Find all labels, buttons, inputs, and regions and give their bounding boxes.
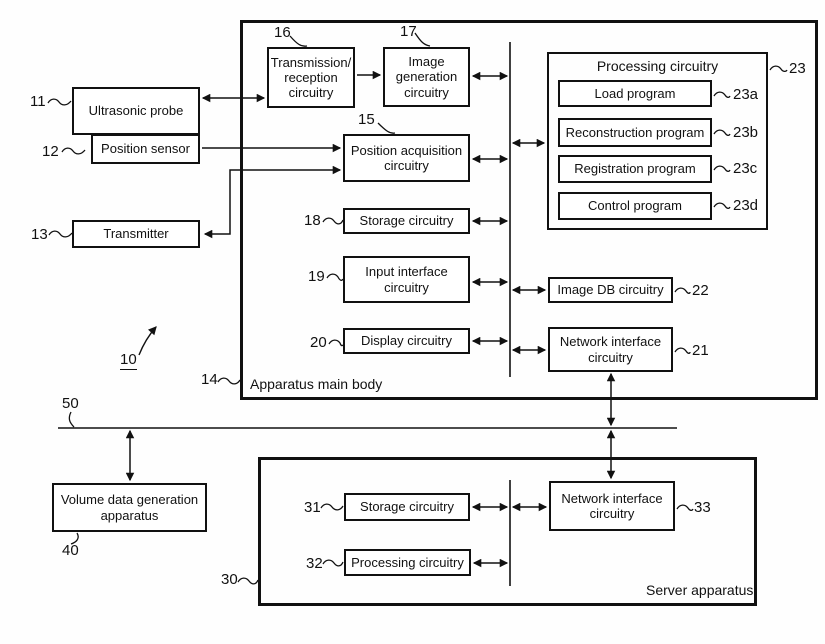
volume-data-generation-label: Volume data generation apparatus [60, 492, 199, 523]
ref-13: 13 [31, 226, 48, 243]
image-generation-label: Image generation circuitry [395, 54, 458, 100]
load-program-label: Load program [594, 85, 676, 101]
server-apparatus-label: Server apparatus [646, 582, 754, 598]
hook-15 [377, 122, 396, 134]
ref-15: 15 [358, 111, 375, 128]
ref-22: 22 [692, 282, 709, 299]
reconstruction-program-box: Reconstruction program [558, 118, 712, 147]
ref-11: 11 [30, 93, 46, 110]
reconstruction-program-label: Reconstruction program [565, 124, 705, 140]
ref-23: 23 [789, 60, 806, 77]
ref-14: 14 [201, 371, 218, 388]
squiggle-14 [217, 377, 241, 385]
ref-23b: 23b [733, 124, 759, 141]
ref-32: 32 [306, 555, 323, 572]
position-acquisition-box: Position acquisition circuitry [343, 134, 470, 182]
squiggle-23c [713, 165, 731, 173]
ref-30: 30 [221, 571, 238, 588]
ref-23a: 23a [733, 86, 759, 103]
squiggle-11 [47, 98, 72, 106]
squiggle-32 [322, 559, 344, 567]
ultrasonic-probe-label: Ultrasonic probe [88, 103, 184, 119]
ultrasonic-probe-box: Ultrasonic probe [72, 87, 200, 135]
image-generation-box: Image generation circuitry [383, 47, 470, 107]
control-program-label: Control program [588, 198, 682, 214]
squiggle-20 [328, 339, 344, 347]
transmission-reception-box: Transmission/ reception circuitry [267, 47, 355, 108]
processing-circuitry-box [547, 52, 768, 230]
ref-33: 33 [694, 499, 711, 516]
figure-ref-arrow [138, 326, 157, 356]
squiggle-23b [713, 129, 731, 137]
hook-17 [414, 32, 431, 47]
network-interface-21-label: Network interface circuitry [559, 334, 662, 365]
ref-50: 50 [62, 395, 79, 412]
load-program-box: Load program [558, 80, 712, 107]
registration-program-label: Registration program [574, 161, 696, 177]
position-acquisition-label: Position acquisition circuitry [350, 142, 463, 173]
processing-circuitry-32-box: Processing circuitry [344, 549, 471, 576]
ref-18: 18 [304, 212, 321, 229]
processing-circuitry-32-label: Processing circuitry [351, 554, 464, 570]
squiggle-21 [674, 347, 691, 355]
squiggle-23d [713, 202, 731, 210]
squiggle-19 [326, 273, 344, 281]
ref-10: 10 [120, 351, 137, 370]
squiggle-33 [676, 504, 694, 512]
volume-data-generation-box: Volume data generation apparatus [52, 483, 207, 532]
transmitter-box: Transmitter [72, 220, 200, 248]
hook-16 [289, 35, 308, 47]
ref-23c: 23c [733, 160, 758, 177]
transmitter-label: Transmitter [103, 226, 169, 242]
apparatus-main-body-label: Apparatus main body [250, 376, 383, 392]
registration-program-box: Registration program [558, 155, 712, 183]
display-circuitry-label: Display circuitry [360, 333, 452, 349]
storage-circuitry-18-label: Storage circuitry [359, 213, 454, 229]
network-interface-33-box: Network interface circuitry [549, 481, 675, 531]
display-circuitry-box: Display circuitry [343, 328, 470, 354]
ref-16: 16 [274, 24, 291, 41]
squiggle-23 [769, 65, 788, 73]
storage-circuitry-31-box: Storage circuitry [344, 493, 470, 521]
squiggle-12 [61, 147, 86, 155]
image-db-label: Image DB circuitry [557, 282, 664, 298]
ref-31: 31 [304, 499, 321, 516]
transmission-reception-label: Transmission/ reception circuitry [270, 54, 352, 101]
network-interface-21-box: Network interface circuitry [548, 327, 673, 372]
bidirectional-arrows [125, 71, 616, 568]
squiggle-13 [48, 230, 73, 238]
position-sensor-label: Position sensor [101, 141, 190, 157]
hook-40 [70, 532, 79, 545]
ref-17: 17 [400, 23, 417, 40]
hook-50 [68, 411, 75, 428]
network-interface-33-label: Network interface circuitry [561, 490, 663, 521]
ref-19: 19 [308, 268, 325, 285]
single-arrows [138, 70, 382, 356]
apparatus-main-body-box [240, 20, 818, 400]
squiggle-30 [237, 577, 259, 585]
squiggle-31 [320, 503, 344, 511]
storage-circuitry-18-box: Storage circuitry [343, 208, 470, 234]
squiggle-23a [713, 91, 731, 99]
ref-12: 12 [42, 143, 59, 160]
squiggle-22 [674, 287, 691, 295]
processing-circuitry-title: Processing circuitry [596, 58, 719, 74]
arrow-transmitter-posacq [203, 165, 342, 239]
storage-circuitry-31-label: Storage circuitry [360, 499, 454, 515]
ref-40: 40 [62, 542, 79, 559]
input-interface-box: Input interface circuitry [343, 256, 470, 303]
ref-21: 21 [692, 342, 709, 359]
server-apparatus-box [258, 457, 757, 606]
image-db-box: Image DB circuitry [548, 277, 673, 303]
ref-23d: 23d [733, 197, 759, 214]
ref-20: 20 [310, 334, 327, 351]
position-sensor-box: Position sensor [91, 134, 200, 164]
ref-squiggles [47, 32, 788, 585]
input-interface-label: Input interface circuitry [365, 264, 448, 295]
squiggle-18 [322, 217, 344, 225]
control-program-box: Control program [558, 192, 712, 220]
